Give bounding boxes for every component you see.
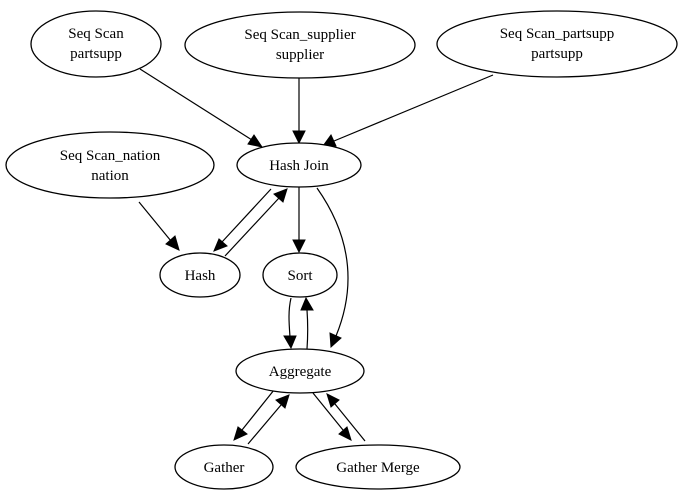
node-label: Gather	[204, 460, 245, 476]
node-label: Seq Scan	[68, 26, 124, 42]
node-aggregate[interactable]: Aggregate	[235, 348, 365, 394]
edge-hash-to-hash-join	[224, 188, 288, 257]
node-label: Seq Scan_supplier	[244, 27, 355, 43]
node-label: Aggregate	[269, 364, 332, 380]
node-sublabel: partsupp	[531, 46, 583, 62]
node-sublabel: nation	[91, 168, 129, 184]
node-seq-scan-partsupp[interactable]: Seq Scan partsupp	[30, 10, 162, 78]
node-label: Seq Scan_nation	[60, 148, 161, 164]
edge-seq-scan-nation-to-hash	[138, 201, 180, 251]
node-seq-scan-supplier[interactable]: Seq Scan_supplier supplier	[184, 11, 416, 79]
node-seq-scan-partsupp-2[interactable]: Seq Scan_partsupp partsupp	[436, 10, 678, 78]
edge-sort-to-aggregate	[283, 297, 297, 350]
edge-aggregate-to-gather	[233, 389, 275, 441]
edge-hash-join-to-aggregate	[316, 187, 349, 349]
node-hash-join[interactable]: Hash Join	[236, 142, 362, 188]
edge-seq-scan-partsupp2-to-hash-join	[322, 74, 494, 147]
node-sublabel: partsupp	[70, 46, 122, 62]
node-gather[interactable]: Gather	[174, 444, 274, 490]
node-label: Hash Join	[269, 158, 329, 174]
node-sublabel: supplier	[276, 47, 324, 63]
node-label: Hash	[185, 268, 216, 284]
node-label: Seq Scan_partsupp	[500, 26, 615, 42]
node-sort[interactable]: Sort	[262, 252, 338, 298]
node-label: Gather Merge	[336, 460, 420, 476]
edge-aggregate-to-sort	[300, 296, 314, 350]
node-hash[interactable]: Hash	[159, 252, 241, 298]
edge-seq-scan-supplier-to-hash-join	[292, 78, 306, 145]
edge-hash-join-to-sort	[292, 186, 306, 254]
edge-seq-scan-partsupp-to-hash-join	[139, 68, 264, 148]
node-label: Sort	[287, 268, 313, 284]
edge-gather-to-aggregate	[247, 394, 290, 445]
edge-aggregate-to-gather-merge	[312, 392, 352, 441]
edge-gather-merge-to-aggregate	[326, 393, 366, 442]
node-gather-merge[interactable]: Gather Merge	[295, 444, 461, 490]
edge-hash-join-to-hash	[213, 188, 272, 252]
node-seq-scan-nation[interactable]: Seq Scan_nation nation	[5, 131, 215, 199]
